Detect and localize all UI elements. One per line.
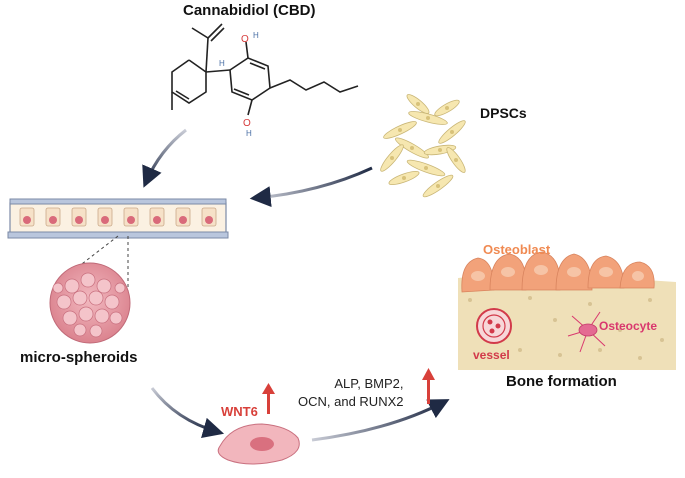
hydroxyl-labels: O H O H H bbox=[219, 31, 259, 138]
cbd-molecule-icon bbox=[171, 23, 359, 116]
osteocyte-label: Osteocyte bbox=[599, 319, 658, 333]
genes-line-2: OCN, and RUNX2 bbox=[298, 394, 404, 409]
curved-arrow-icon bbox=[249, 166, 373, 208]
wnt6-label: WNT6 bbox=[221, 404, 258, 419]
dpsc-cells-icon bbox=[380, 94, 466, 198]
hydroxyl-o-bottom: O bbox=[243, 118, 251, 129]
up-arrow-icon bbox=[262, 383, 275, 414]
dpscs-label: DPSCs bbox=[480, 105, 527, 121]
hydroxyl-h-mid: H bbox=[219, 59, 225, 68]
bone-formation-label: Bone formation bbox=[506, 373, 617, 390]
bone-tissue-icon bbox=[458, 251, 676, 370]
zoom-line-left bbox=[55, 235, 119, 285]
curved-arrow-icon bbox=[311, 399, 450, 442]
micro-spheroid-icon bbox=[49, 262, 131, 344]
genes-label: ALP, BMP2, OCN, and RUNX2 bbox=[298, 375, 403, 411]
micro-spheroids-label: micro-spheroids bbox=[20, 349, 138, 366]
culture-plate-icon bbox=[7, 198, 229, 239]
osteogenic-cell-icon bbox=[217, 423, 300, 465]
hydroxyl-o-top: O bbox=[241, 34, 249, 45]
hydroxyl-h-bottom: H bbox=[246, 129, 252, 138]
genes-line-1: ALP, BMP2, bbox=[334, 376, 404, 391]
curved-arrow-icon bbox=[142, 128, 187, 188]
cbd-title: Cannabidiol (CBD) bbox=[183, 2, 316, 19]
hydroxyl-h-top: H bbox=[253, 31, 259, 40]
curved-arrow-icon bbox=[150, 387, 225, 439]
vessel-label: vessel bbox=[473, 348, 510, 362]
osteoblast-label: Osteoblast bbox=[483, 242, 551, 257]
up-arrow-icon bbox=[422, 368, 435, 404]
